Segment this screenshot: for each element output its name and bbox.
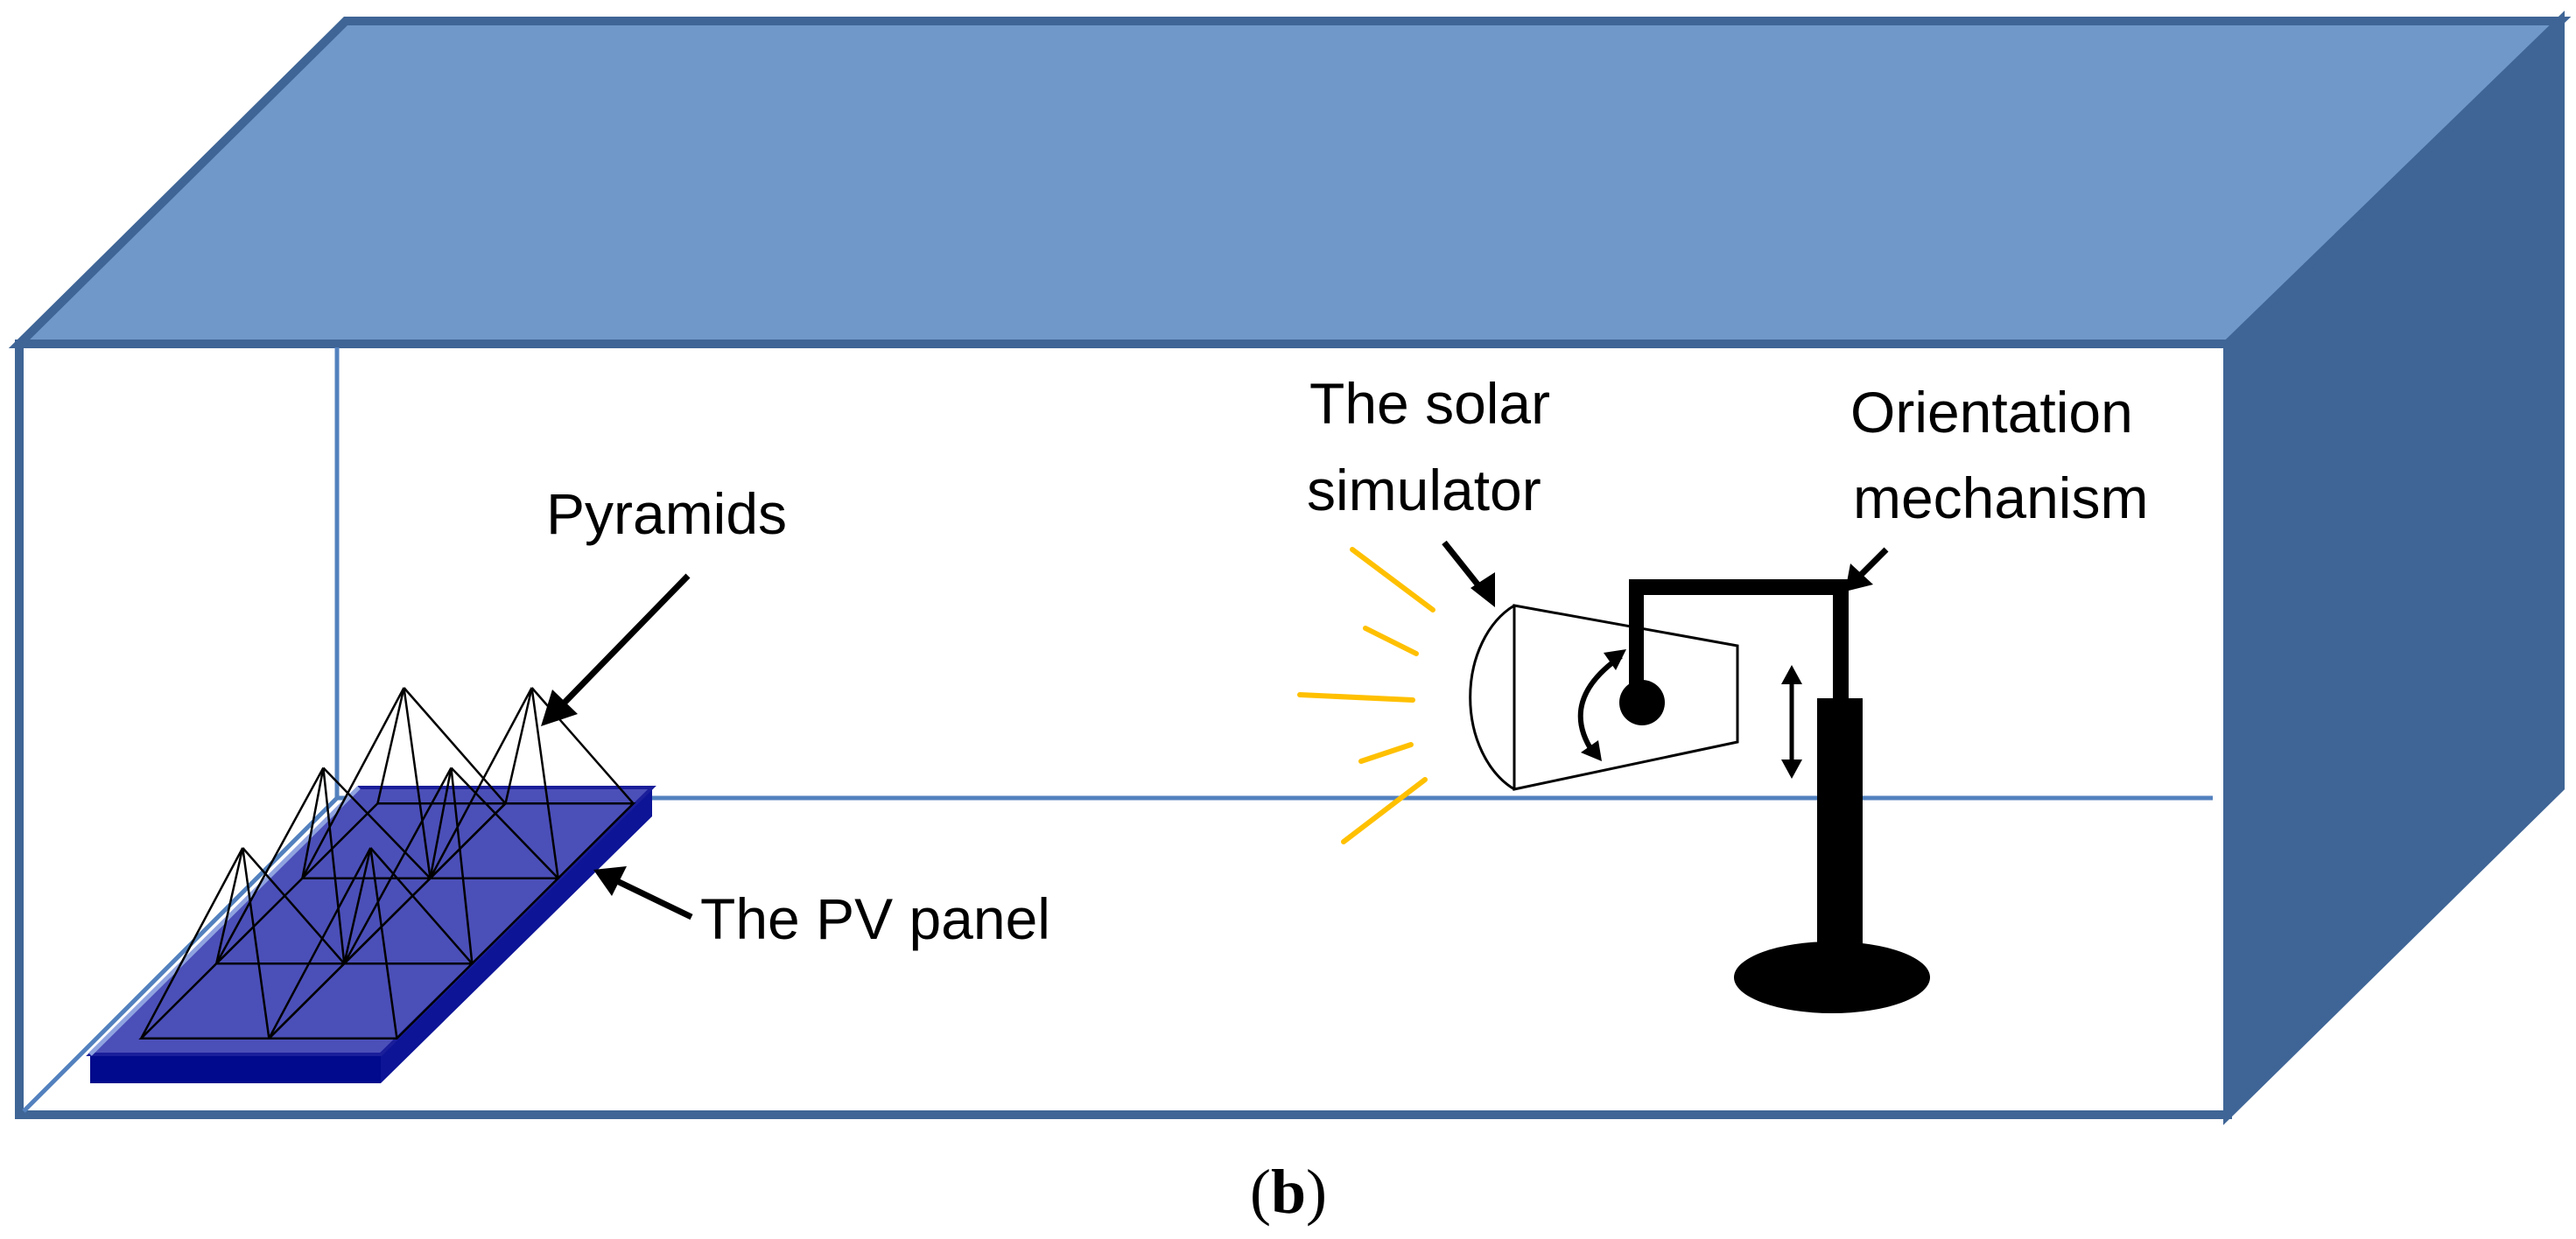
pyramid-edge (268, 847, 372, 1040)
solar-simulator (1469, 604, 1739, 791)
annotation-arrows (541, 540, 1889, 920)
light-ray (1350, 547, 1435, 612)
pyramid-edge (376, 687, 405, 804)
pv-panel (86, 786, 656, 1083)
light-rays (1297, 547, 1435, 844)
pyramid (299, 687, 509, 879)
pyramid-edge (403, 687, 507, 805)
arm-right (1833, 579, 1849, 702)
pyramid-edge (343, 847, 372, 964)
pyramid-edge (429, 687, 533, 879)
pyramid-edge (242, 847, 346, 965)
caption-close-paren: ) (1306, 1157, 1327, 1227)
pyramid-edge (322, 767, 346, 964)
pyramid-edge (343, 766, 453, 964)
pyramid-edge (530, 687, 559, 878)
pyramid-edge (301, 687, 405, 879)
pv-panel-label: The PV panel (700, 886, 1050, 951)
pyramid-edge (450, 766, 559, 879)
pv-panel-edge-highlight (88, 786, 361, 1056)
pyramids-pointer-arrow (541, 573, 691, 726)
stand-pole (1817, 698, 1863, 987)
pyramid-edge (215, 847, 244, 964)
rotation-arrow-icon (1577, 649, 1626, 761)
orientation-mechanism-label-line1: Orientation (1850, 380, 2133, 444)
pv-panel-pointer-arrow (593, 866, 693, 920)
floor-left-edge (22, 796, 339, 1113)
orientation-mechanism-label-line2: mechanism (1853, 466, 2148, 530)
vertical-movement-arrow-icon (1781, 665, 1802, 779)
lamp-dome (1469, 604, 1515, 791)
light-ray (1358, 742, 1414, 764)
pyramid-edge (429, 767, 453, 878)
solar-simulator-pointer-arrow (1442, 540, 1495, 607)
arm-top (1629, 579, 1849, 595)
pyramid-edge (504, 687, 533, 804)
pyramid-edge (322, 766, 432, 879)
pyramid-edge (450, 767, 474, 964)
pyramid-edge (215, 766, 325, 964)
arm-drop (1629, 579, 1644, 700)
pyramid-edge (369, 847, 398, 1039)
pyramid-edge (369, 847, 474, 965)
pv-panel-side-right (381, 788, 652, 1083)
orientation-mechanism-pointer-arrow (1845, 547, 1889, 592)
solar-simulator-label-line2: simulator (1307, 458, 1541, 522)
caption-open-paren: ( (1250, 1157, 1271, 1227)
pyramids-label: Pyramids (546, 481, 787, 546)
figure-caption: (b) (1250, 1157, 1327, 1227)
pyramid-edge (140, 847, 244, 1040)
box-top-face (8, 17, 2572, 348)
orientation-mechanism (1629, 579, 1930, 1013)
pyramid-edge (301, 767, 325, 878)
pyramid-edge (403, 687, 432, 878)
pv-panel-side-front (90, 1054, 381, 1083)
stand-base (1734, 942, 1930, 1013)
light-ray (1341, 777, 1428, 844)
solar-simulator-label-line1: The solar (1309, 371, 1550, 436)
light-ray (1363, 626, 1419, 656)
pyramid-edge (242, 847, 270, 1039)
light-ray (1297, 692, 1415, 703)
pyramids-group (138, 687, 636, 1040)
caption-letter: b (1271, 1157, 1306, 1227)
